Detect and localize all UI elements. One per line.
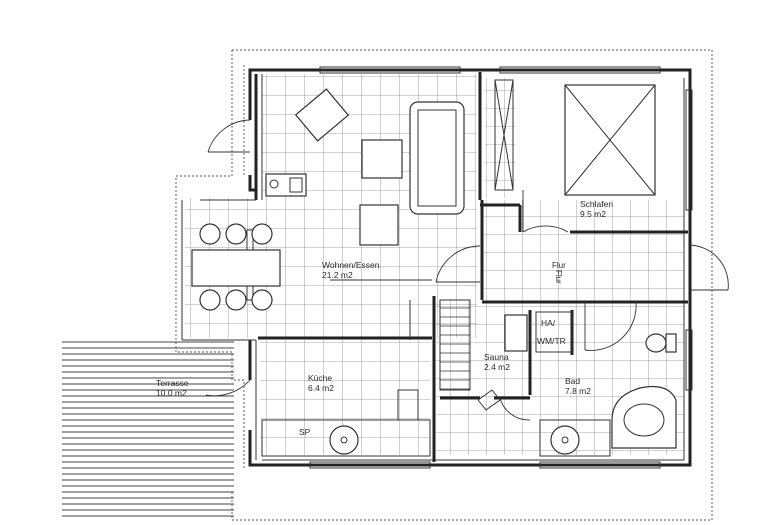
bath-fixtures [261,311,677,457]
hall-name-rotated: Flur [554,270,563,284]
roof-outline [175,49,713,521]
room-labels: Wohnen/Essen 21.2 m2 Schlafen 9.5 m2 Flu… [156,199,613,437]
bedroom-furniture [494,79,656,196]
sauna-name: Sauna [484,352,509,362]
kitchen-area: 6.4 m2 [308,383,334,393]
bedroom-area: 9.5 m2 [580,209,606,219]
bedroom-name: Schlafen [580,199,613,209]
living-furniture [191,88,465,311]
utility-label-line1: HA/ [541,318,556,328]
doors [205,119,729,421]
terrace-area: 10.0 m2 [156,388,187,398]
storage-label: SP [299,427,311,437]
living-room-area: 21.2 m2 [322,270,353,280]
bath-name: Bad [565,376,580,386]
terrace-deck [62,338,234,518]
staircase [397,299,501,421]
living-room-name: Wohnen/Essen [322,260,380,270]
sauna-area: 2.4 m2 [484,362,510,372]
utility-label-line2: WM/TR [537,336,566,346]
bath-area: 7.8 m2 [565,386,591,396]
terrace-name: Terrasse [156,378,189,388]
exterior-walls [181,68,692,467]
hall-name: Flur [552,261,566,270]
kitchen-name: Küche [308,373,332,383]
